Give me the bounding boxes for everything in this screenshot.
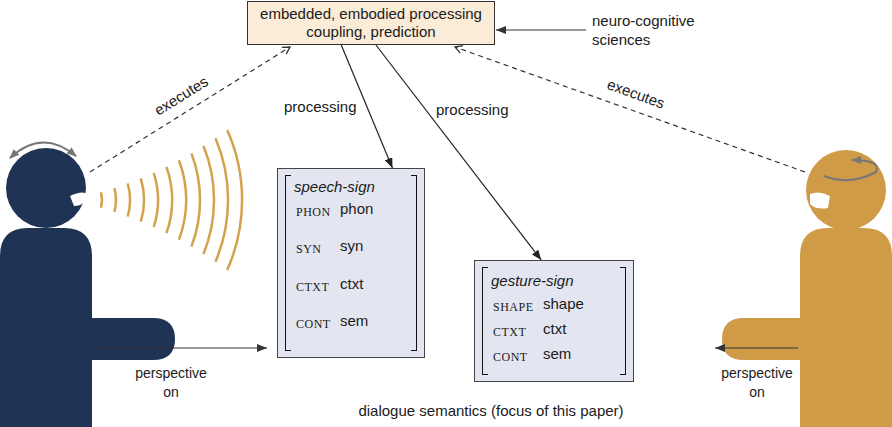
feature-value-slot: ctxt <box>543 320 566 337</box>
type-name: speech-sign <box>294 178 375 195</box>
feature-value: ctxt <box>340 275 363 292</box>
feature-value: ctxt <box>543 320 566 337</box>
edge-label-slot: processing <box>434 101 511 118</box>
feature-value: syn <box>340 237 363 254</box>
right-person-mouth <box>810 192 830 208</box>
feature-name: PHON <box>296 205 331 219</box>
feature-value-slot: sem <box>543 345 571 362</box>
sound-wave <box>204 146 215 254</box>
feature-name-slot: CONT <box>493 347 528 365</box>
sound-wave <box>141 178 144 221</box>
executes-dashed-line <box>90 47 290 172</box>
feature-name-slot: PHON <box>296 202 331 220</box>
edge-note: perspective on <box>721 365 793 400</box>
sound-wave <box>128 184 130 217</box>
edge-label: processing <box>282 98 359 115</box>
feature-name: SYN <box>296 242 322 256</box>
feature-value: shape <box>543 295 584 312</box>
region-caption: dialogue semantics (focus of this paper) <box>358 402 623 419</box>
feature-value: sem <box>340 312 368 329</box>
feature-value-slot: sem <box>340 312 368 329</box>
feature-name-slot: SHAPE <box>493 297 534 315</box>
bracket-right <box>620 267 626 375</box>
left-person-mouth <box>70 192 88 206</box>
edge-note-slot: perspective on <box>717 364 797 402</box>
feature-value-slot: ctxt <box>340 275 363 292</box>
bracket-left <box>482 267 488 375</box>
process-box: embedded, embodied processing coupling, … <box>247 1 495 45</box>
bracket-right <box>411 175 417 351</box>
field-label: neuro-cognitive sciences <box>592 12 695 48</box>
left-person-arm <box>60 318 175 360</box>
feature-name-slot: CTXT <box>296 277 329 295</box>
type-name-slot: gesture-sign <box>491 272 574 289</box>
sound-wave <box>100 192 103 207</box>
right-person-arm <box>722 318 830 360</box>
feature-value: sem <box>543 345 571 362</box>
sound-wave <box>114 188 116 212</box>
sound-wave <box>216 138 229 261</box>
box-text: embedded, embodied processing coupling, … <box>256 5 486 41</box>
feature-name: CTXT <box>296 280 329 294</box>
feature-value-slot: phon <box>340 200 373 217</box>
edge-note-slot: executes <box>605 75 667 112</box>
right-person-head <box>806 150 886 230</box>
sound-wave <box>167 167 173 233</box>
feature-value: phon <box>340 200 373 217</box>
perspective-arrow <box>96 347 267 348</box>
type-name: gesture-sign <box>491 272 574 289</box>
feature-value-slot: shape <box>543 295 584 312</box>
edge-note-slot: perspective on <box>126 364 216 402</box>
feature-value-slot: syn <box>340 237 363 254</box>
feature-name: SHAPE <box>493 300 534 314</box>
edge-label: processing <box>434 101 511 118</box>
feature-name-slot: SYN <box>296 239 322 257</box>
feature-name: CONT <box>296 317 331 331</box>
field-label-slot: neuro-cognitive sciences <box>592 12 704 50</box>
feature-name-slot: CONT <box>296 314 331 332</box>
sound-wave <box>154 173 158 227</box>
feature-matrix: speech-signPHON phonSYN synCTXT ctxtCONT sem <box>277 168 425 358</box>
edge-note: perspective on <box>135 365 207 400</box>
sound-wave <box>191 153 200 246</box>
edge-label-slot: processing <box>282 98 359 115</box>
right-rotation-arrow <box>824 160 877 180</box>
edge-note: executes <box>605 75 667 112</box>
perspective-arrow <box>715 347 798 348</box>
sound-waves <box>101 130 242 270</box>
sound-wave <box>179 160 186 239</box>
feature-name-slot: CTXT <box>493 322 526 340</box>
left-rotation-arrow <box>10 142 76 158</box>
leader-arrow <box>496 29 586 30</box>
feature-name: CONT <box>493 350 528 364</box>
type-name-slot: speech-sign <box>294 178 375 195</box>
region-box: dialogue semantics (focus of this paper)… <box>268 154 714 425</box>
feature-name: CTXT <box>493 325 526 339</box>
edge-note-slot: executes <box>151 72 211 118</box>
left-person-head <box>6 148 86 228</box>
feature-matrix: gesture-signSHAPE shapeCTXT ctxtCONT sem <box>474 260 634 382</box>
edge-note: executes <box>151 72 211 118</box>
bracket-left <box>285 175 291 351</box>
sound-wave <box>227 130 242 270</box>
caption-row: dialogue semantics (focus of this paper) <box>268 402 714 419</box>
